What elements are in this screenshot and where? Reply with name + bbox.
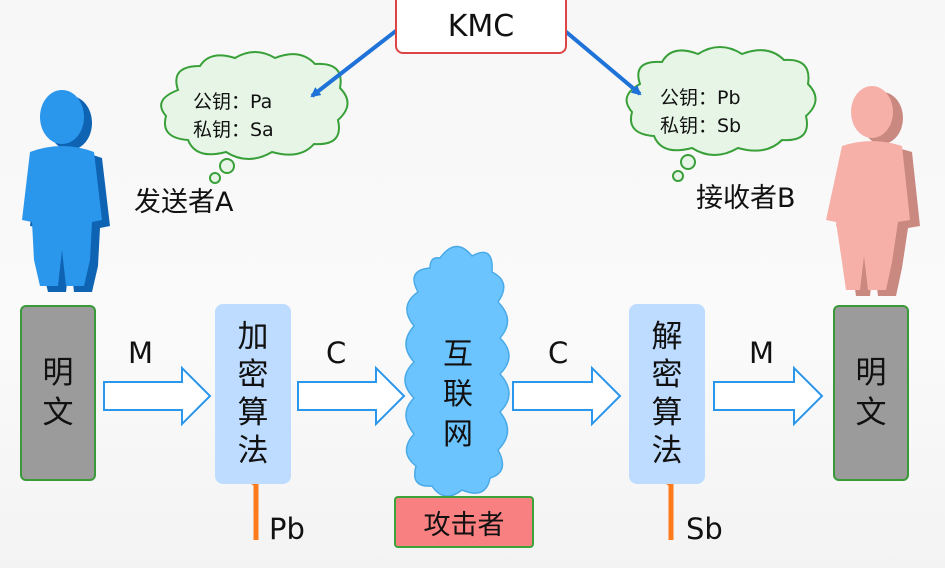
plaintext-box-sender: 明 文 — [20, 305, 96, 481]
receiver-person-icon — [826, 86, 920, 296]
kmc-to-sender-arrow — [310, 18, 412, 98]
attacker-label: 攻击者 — [423, 509, 505, 541]
sender-public-key: 公钥：Pa — [193, 91, 273, 113]
encrypt-key-label: Pb — [269, 512, 305, 546]
receiver-label: 接收者B — [696, 183, 796, 214]
sender-private-key: 私钥：Sa — [193, 119, 274, 141]
decrypt-algorithm-box: 解 密 算 法 — [629, 304, 705, 484]
receiver-keys: 公钥：Pb 私钥：Sb — [660, 84, 741, 140]
plaintext-box-receiver: 明 文 — [833, 305, 909, 481]
sender-keys: 公钥：Pa 私钥：Sa — [193, 88, 274, 144]
encrypt-to-internet-arrow — [297, 365, 406, 427]
plaintext-char: 文 — [855, 395, 887, 431]
ciphertext-label-c: C — [326, 336, 347, 370]
internet-char: 互 — [443, 337, 473, 372]
receiver-private-key: 私钥：Sb — [660, 115, 742, 137]
ciphertext-label-c: C — [548, 336, 569, 370]
algorithm-char: 算 — [237, 395, 269, 431]
encrypt-algorithm-box: 加 密 算 法 — [215, 304, 291, 484]
internet-label: 互 联 网 — [418, 330, 498, 460]
kmc-label: KMC — [447, 8, 515, 44]
message-label-m: M — [749, 336, 775, 370]
plaintext-char: 明 — [855, 355, 887, 391]
internet-to-decrypt-arrow — [512, 365, 622, 427]
decrypt-key-label: Sb — [686, 512, 723, 546]
internet-cloud — [404, 245, 510, 497]
sender-thought-cloud — [160, 51, 349, 184]
internet-char: 联 — [443, 377, 473, 412]
decrypt-to-plaintext-arrow — [713, 365, 824, 427]
algorithm-char: 解 — [651, 319, 683, 355]
kmc-box: KMC — [395, 0, 567, 54]
algorithm-char: 算 — [651, 395, 683, 431]
plaintext-to-encrypt-arrow — [103, 365, 212, 427]
algorithm-char: 密 — [237, 357, 269, 393]
plaintext-char: 文 — [42, 395, 74, 431]
internet-char: 网 — [443, 417, 473, 452]
sender-label: 发送者A — [134, 187, 234, 218]
algorithm-char: 加 — [237, 319, 269, 355]
attacker-box: 攻击者 — [394, 496, 534, 548]
message-label-m: M — [128, 336, 154, 370]
sender-person-icon — [22, 90, 110, 292]
receiver-public-key: 公钥：Pb — [660, 87, 741, 109]
receiver-thought-cloud — [625, 46, 817, 182]
algorithm-char: 密 — [651, 357, 683, 393]
algorithm-char: 法 — [651, 433, 683, 469]
algorithm-char: 法 — [237, 433, 269, 469]
plaintext-char: 明 — [42, 355, 74, 391]
